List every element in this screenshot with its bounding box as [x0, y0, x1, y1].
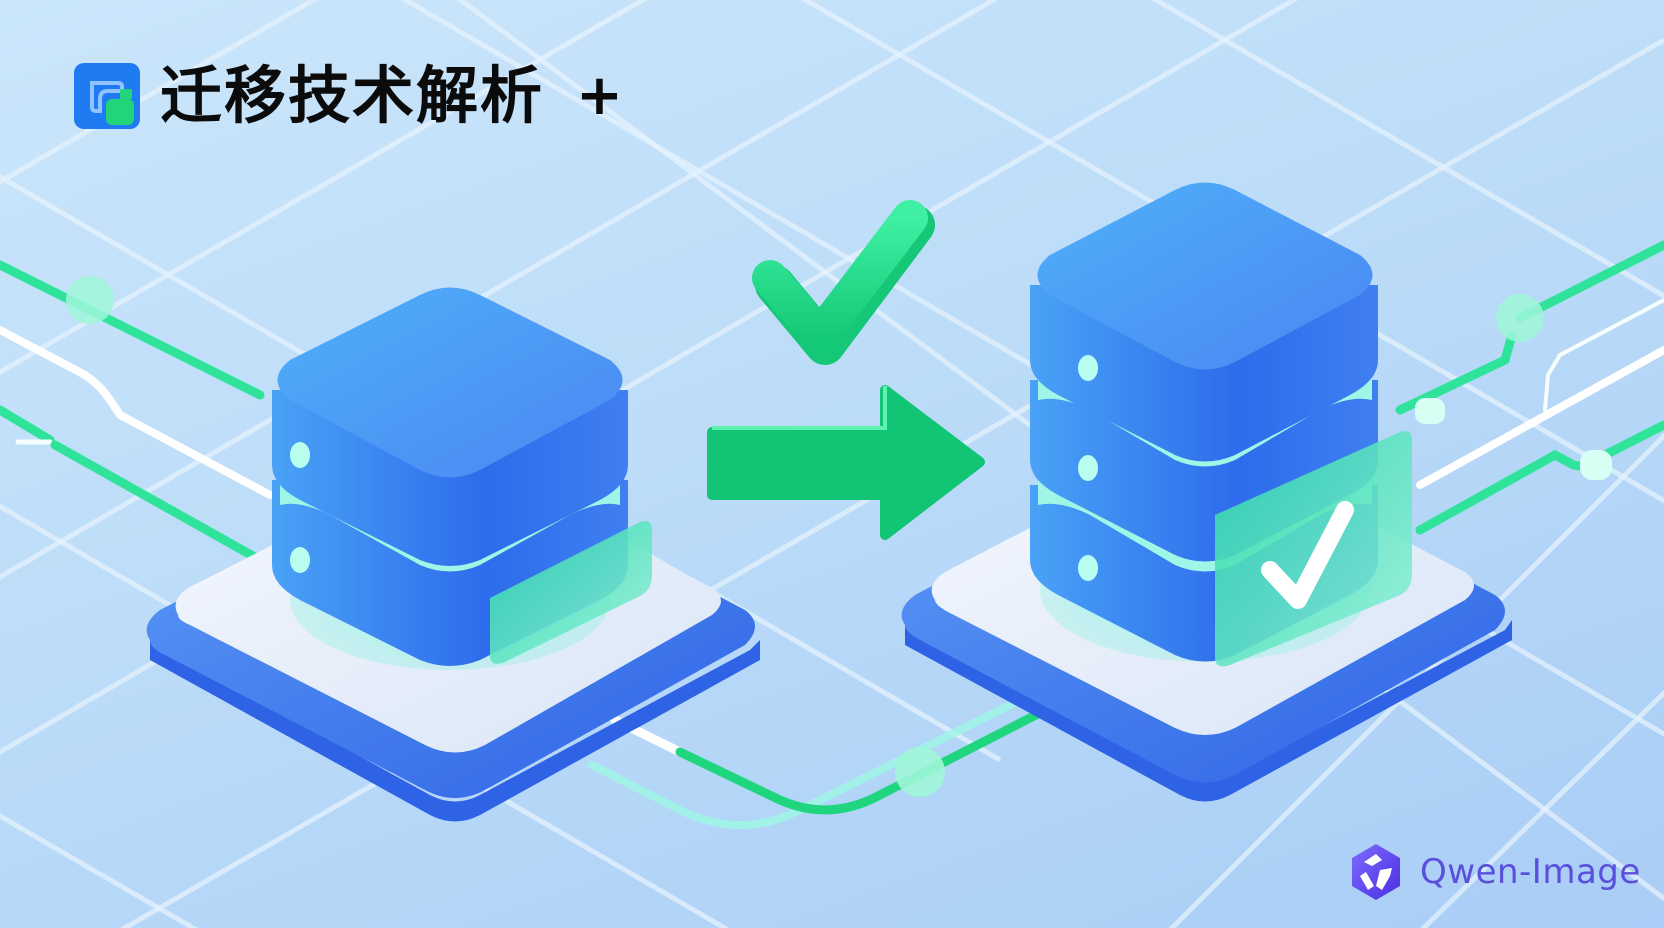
bottom-connection-lines [588, 695, 1070, 829]
check-badge [1215, 431, 1412, 667]
page-title: 迁移技术解析 [160, 59, 545, 132]
checkmark-icon [1261, 501, 1354, 609]
circuit-node [895, 747, 945, 797]
source-database-server [146, 287, 760, 822]
qwen-logo-icon [1352, 844, 1400, 900]
watermark: Qwen-Image [1346, 842, 1641, 902]
circuit-node [1580, 450, 1612, 480]
success-checkmark [752, 200, 935, 365]
watermark-text: Qwen-Image [1420, 852, 1641, 892]
left-circuit-lines [0, 260, 274, 565]
circuit-node [1415, 398, 1445, 424]
migration-arrow [707, 385, 985, 540]
header: 迁移技术解析 + [72, 58, 623, 134]
plus-icon: + [576, 63, 623, 128]
app-logo-icon [74, 63, 140, 129]
right-circuit-lines [1395, 240, 1664, 535]
status-tag [490, 521, 652, 664]
circuit-node [66, 276, 114, 324]
target-database-server [901, 182, 1512, 802]
circuit-node [1496, 294, 1544, 342]
